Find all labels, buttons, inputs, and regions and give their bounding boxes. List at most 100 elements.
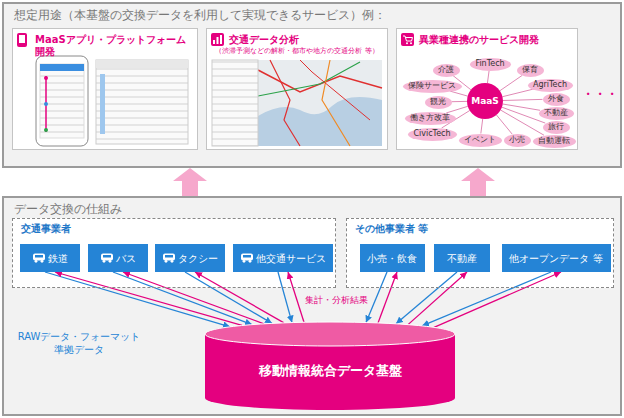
keyword-ellipse: 不動産 — [539, 107, 574, 120]
phone-body — [36, 56, 88, 146]
keyword-ellipse: FinTech — [470, 58, 511, 71]
flow-arrow — [461, 168, 495, 196]
vehicle-icon — [33, 254, 45, 261]
cart-icon — [401, 33, 414, 46]
card-ground — [12, 28, 198, 150]
section-title: 想定用途（本基盤の交換データを利用して実現できるサービス）例： — [4, 4, 620, 27]
hub-spoke — [500, 75, 522, 90]
keyword-ellipse: 小売 — [504, 134, 531, 147]
hub-spoke — [481, 119, 483, 134]
keyword-label: イベント — [464, 136, 496, 144]
vehicle-wheel — [40, 260, 43, 263]
keyword-ellipse: 外食 — [543, 93, 570, 106]
group-ground — [12, 218, 336, 288]
card-ground — [396, 28, 578, 150]
keyword-label: 保険サービス — [408, 82, 456, 90]
vehicle-window — [165, 255, 173, 258]
data-flow-arrow — [378, 272, 397, 323]
map-road — [322, 60, 350, 146]
hub-spoke — [451, 101, 467, 102]
hub-spoke — [501, 110, 544, 135]
phone-icon — [19, 35, 25, 43]
section-panel: MaaSアプリ・プラットフォーム開発交通データ分析（渋滞予測などの解析・都市や地… — [2, 2, 622, 168]
vehicle-wheel — [102, 260, 105, 263]
map-water — [258, 97, 382, 146]
keyword-ellipse: 介護 — [433, 64, 460, 77]
data-flow-arrow — [45, 272, 230, 327]
flow-label: 集計・分析結果 — [304, 294, 369, 307]
hub-spoke — [502, 89, 532, 96]
keyword-label: 保育 — [522, 66, 538, 74]
map-ground — [212, 60, 382, 146]
provider-box: 鉄道 — [20, 244, 80, 272]
provider-label: 鉄道 — [48, 253, 68, 264]
use-case-card: MaaS 介護 FinTech 保育 AgriTech 保険サービス外食不動産 観光旅行 働き… — [396, 28, 578, 150]
card-title: 異業種連携のサービス開発 — [419, 34, 573, 46]
flow-arrow — [173, 168, 207, 196]
card-subtitle: （渋滞予測などの解析・都市や地方の交通分析 等） — [211, 47, 383, 56]
card-title: 交通データ分析 — [229, 34, 383, 46]
hub-spoke — [503, 99, 543, 100]
hub-spoke — [446, 106, 468, 113]
database-cylinder: 移動情報統合データ基盤 — [205, 322, 455, 410]
chart-icon — [211, 33, 224, 46]
traffic-map — [212, 60, 382, 146]
data-flow-arrow — [113, 272, 252, 325]
provider-label: 他交通サービス — [256, 253, 326, 264]
chart-icon — [217, 37, 219, 44]
vehicle-icon — [241, 253, 253, 263]
data-flow-arrow — [396, 272, 457, 324]
provider-label: タクシー — [178, 253, 218, 264]
provider-label: 他オープンデータ 等 — [509, 253, 602, 264]
data-flow-arrow — [366, 272, 387, 323]
card-ground — [206, 28, 388, 150]
keyword-ellipse: 保険サービス — [403, 80, 462, 93]
keyword-label: 働き方改革 — [410, 114, 450, 122]
chart-icon — [220, 35, 222, 44]
keyword-label: 観光 — [430, 98, 446, 106]
provider-label: 不動産 — [447, 253, 477, 264]
vehicle-wheel — [170, 260, 173, 263]
route-stop — [44, 128, 48, 132]
provider-box: 他交通サービス — [233, 244, 333, 272]
provider-group: 小売・飲食不動産他オープンデータ 等その他事業者 等 — [346, 218, 614, 288]
provider-box: バス — [88, 244, 148, 272]
keyword-ellipse: イベント — [459, 134, 502, 147]
route-stop — [44, 102, 48, 106]
data-flow-arrow — [422, 272, 551, 326]
use-case-card: 交通データ分析（渋滞予測などの解析・都市や地方の交通分析 等） — [206, 28, 388, 150]
keyword-label: 自動運転 — [538, 137, 570, 145]
provider-box: タクシー — [155, 244, 225, 272]
chart-icon — [213, 40, 215, 44]
provider-box: 他オープンデータ 等 — [502, 244, 611, 272]
provider-box: 小売・飲食 — [360, 244, 425, 272]
app-list-header — [96, 60, 188, 68]
vehicle-icon — [101, 253, 113, 263]
vehicle-wheel — [34, 260, 37, 263]
vehicle-wheel — [248, 260, 251, 263]
hub-label: MaaS — [471, 97, 499, 106]
chart-icon — [211, 33, 224, 46]
map-road — [300, 60, 370, 120]
cart-icon — [401, 33, 414, 46]
keyword-label: 旅行 — [548, 123, 564, 131]
vehicle-wheel — [108, 260, 111, 263]
vehicle-icon — [163, 253, 175, 263]
keyword-ellipse: AgriTech — [528, 79, 573, 92]
vehicle-wheel — [242, 260, 245, 263]
vehicle-icon — [33, 253, 45, 263]
data-flow-arrow — [434, 272, 561, 327]
vehicle-window — [35, 255, 43, 258]
route-stop — [44, 76, 48, 80]
platform-label: 移動情報統合データ基盤 — [205, 322, 455, 380]
hub-spoke — [487, 70, 489, 83]
keyword-label: AgriTech — [533, 81, 567, 89]
continuation-dots: ・・・ — [582, 86, 618, 103]
map-road — [270, 60, 300, 146]
app-screenshot — [36, 56, 188, 146]
vehicle-wheel — [164, 260, 167, 263]
map-sidebar — [212, 60, 258, 146]
keyword-ellipse: CivicTech — [408, 128, 457, 141]
hub-spoke — [450, 91, 468, 96]
data-flow-arrow — [288, 272, 304, 322]
